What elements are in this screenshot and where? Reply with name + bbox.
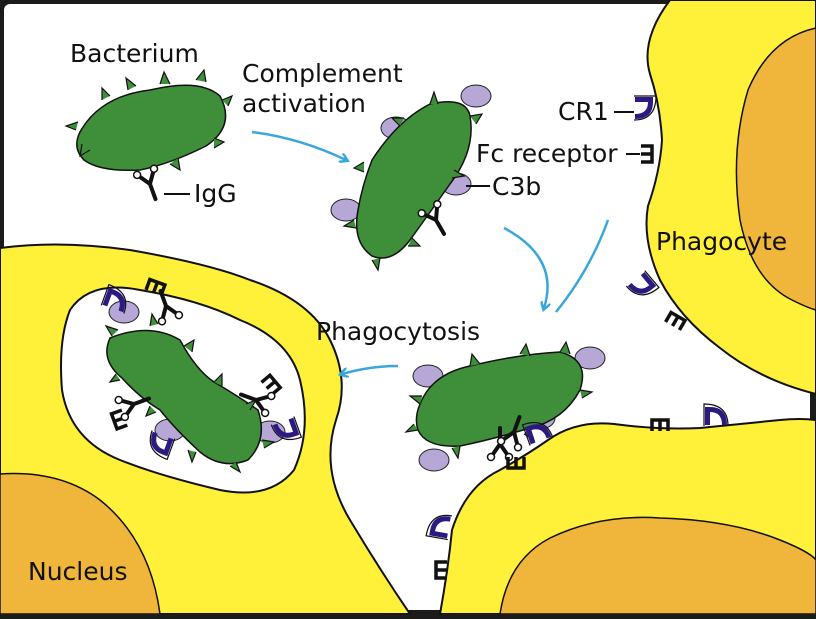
label-phagocyte: Phagocyte bbox=[656, 227, 787, 256]
label-nucleus: Nucleus bbox=[28, 557, 128, 586]
label-complement-line1: Complement bbox=[242, 59, 403, 88]
label-complement-line2: activation bbox=[242, 89, 366, 118]
label-igg: IgG bbox=[194, 179, 237, 208]
label-bacterium: Bacterium bbox=[70, 39, 199, 68]
label-phagocytosis: Phagocytosis bbox=[316, 317, 480, 346]
label-cr1: CR1 bbox=[558, 97, 609, 126]
label-c3b: C3b bbox=[492, 172, 541, 201]
label-fc-receptor: Fc receptor bbox=[476, 139, 618, 168]
